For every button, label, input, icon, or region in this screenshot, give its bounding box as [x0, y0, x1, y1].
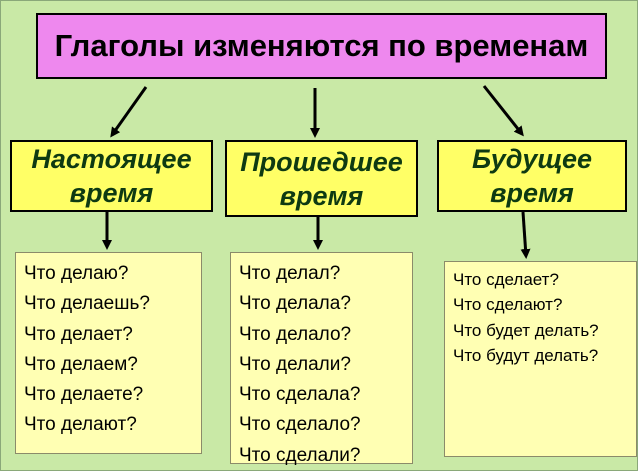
arrow-future-to-list — [520, 211, 531, 259]
list-item: Что делали? — [239, 353, 351, 375]
list-item: Что сделало? — [239, 414, 361, 436]
list-item: Что делаю? — [24, 263, 129, 284]
past-questions-box: Что делал? Что делала? Что делало? Что д… — [230, 252, 413, 466]
list-item: Что сделают? — [453, 295, 563, 315]
arrow-title-to-future — [482, 85, 524, 137]
tense-future-name: Будущее — [471, 144, 593, 174]
tense-past-word: время — [279, 180, 364, 211]
future-questions-box: Что сделает? Что сделают? Что будет дела… — [444, 261, 637, 457]
tense-past-box: Прошедшее время — [225, 140, 418, 217]
list-item: Что делает? — [24, 323, 133, 345]
arrow-title-to-present — [110, 86, 148, 138]
tense-present-box: Настоящее время — [10, 140, 213, 212]
list-item: Что делаете? — [24, 384, 144, 406]
tense-past-name: Прошедшее — [240, 146, 403, 177]
list-item: Что делала? — [239, 293, 351, 315]
list-item: Что сделали? — [239, 444, 361, 466]
list-item: Что делал? — [239, 263, 341, 284]
list-item: Что сделает? — [453, 270, 559, 289]
tense-present-word: время — [69, 178, 154, 208]
diagram-title: Глаголы изменяются по временам — [36, 13, 607, 79]
list-item: Что делаешь? — [24, 293, 150, 315]
tense-present-name: Настоящее — [31, 144, 192, 174]
list-item: Что делало? — [239, 323, 352, 345]
list-item: Что будут делать? — [453, 345, 599, 365]
list-item: Что будет делать? — [453, 320, 599, 340]
tense-future-word: время — [490, 178, 574, 208]
tense-future-box: Будущее время — [437, 140, 627, 212]
list-item: Что делаем? — [24, 353, 138, 375]
present-questions-box: Что делаю? Что делаешь? Что делает? Что … — [15, 252, 202, 454]
list-item: Что делают? — [24, 414, 137, 436]
list-item: Что сделала? — [239, 384, 361, 406]
